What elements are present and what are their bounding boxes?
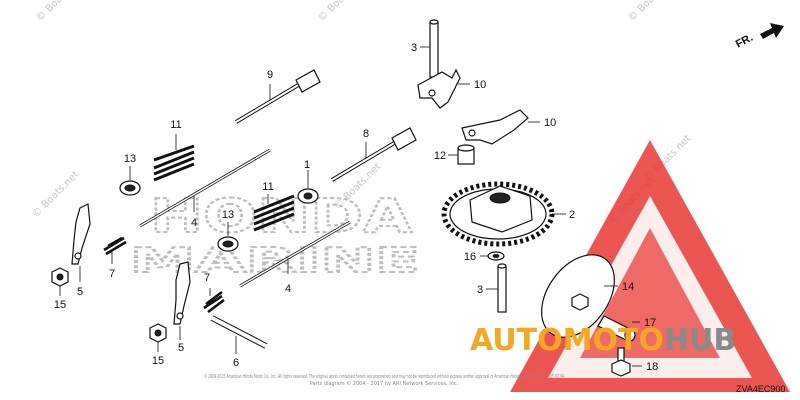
- callout-16: 16: [464, 251, 476, 263]
- diagram-code: ZVA4EC900: [736, 384, 785, 394]
- callout-1: 1: [304, 159, 310, 171]
- callout-7: 7: [204, 272, 210, 284]
- callout-18: 18: [646, 361, 658, 373]
- part-10-rocker-arm: [417, 68, 470, 109]
- logo-auto-text: AUTO: [470, 323, 563, 358]
- site-watermark: © Boats.net: [626, 0, 677, 24]
- callout-17: 17: [644, 317, 656, 329]
- callout-7: 7: [109, 268, 115, 280]
- part-5-rocker-arm: [71, 203, 91, 282]
- callout-15: 15: [152, 355, 164, 367]
- callout-5: 5: [178, 342, 184, 354]
- part-15-nut: [51, 267, 69, 296]
- part-1-retainer: [297, 170, 319, 204]
- svg-text:AUTOMOTOHUB: AUTOMOTOHUB: [470, 323, 736, 358]
- part-14-disc: [541, 254, 618, 338]
- callout-8: 8: [363, 128, 369, 140]
- part-7-adjuster: [203, 288, 225, 314]
- part-4-push-rod: [139, 148, 271, 228]
- callout-11: 11: [170, 119, 181, 131]
- brand-watermark-line-1: HONDA: [150, 189, 413, 243]
- part-2-camshaft-gear: [441, 181, 566, 247]
- copyright-footer: © 2009-2025 American Honda Motor Co., In…: [204, 373, 564, 387]
- part-4-push-rod: [239, 220, 351, 288]
- part-18-bolt: [611, 347, 642, 377]
- callout-11: 11: [262, 181, 273, 193]
- callout-15: 15: [54, 299, 66, 311]
- callout-13: 13: [124, 153, 136, 165]
- brand-watermark-line-2: MARINE: [130, 241, 420, 281]
- callout-3: 3: [411, 42, 417, 54]
- part-13-retainer: [217, 222, 239, 252]
- callout-10: 10: [544, 117, 556, 129]
- part-11-valve-spring: [153, 134, 195, 182]
- logo-moto-text: MOTO: [563, 323, 664, 358]
- callout-4: 4: [191, 217, 197, 229]
- part-5-rocker-arm: [173, 261, 191, 340]
- callout-5: 5: [77, 286, 83, 298]
- site-watermark: © Boats.net: [30, 169, 81, 220]
- part-15-nut: [149, 323, 167, 352]
- front-arrow-icon: [760, 23, 784, 39]
- callout-3: 3: [477, 284, 483, 296]
- callout-6: 6: [233, 357, 239, 369]
- callout-14: 14: [622, 281, 634, 293]
- callout-2: 2: [569, 209, 575, 221]
- automotohub-logo: AUTOMOTOHUB: [470, 323, 736, 358]
- part-7-adjuster: [103, 236, 127, 264]
- site-watermark: © Boats.net: [34, 0, 85, 24]
- callout-labels: 1 2 3 3 4 4 5 5 6 7 7 8 9 10 10 11 11 12…: [54, 42, 658, 373]
- part-9-valve: [234, 69, 321, 124]
- copyright-line-2: Parts diagram © 2004 - 2017 by ARI Netwo…: [310, 380, 459, 387]
- part-3-pin: [486, 263, 507, 313]
- part-10-rocker-arm: [461, 109, 540, 145]
- part-6-pin: [210, 315, 268, 354]
- callout-10: 10: [474, 79, 486, 91]
- copyright-line-1: © 2009-2025 American Honda Motor Co., In…: [204, 373, 564, 380]
- part-13-retainer: [119, 166, 141, 196]
- callout-12: 12: [434, 150, 446, 162]
- brand-watermark: HONDA MARINE: [129, 188, 421, 282]
- site-watermark: © Boats.net: [316, 0, 367, 24]
- part-17-bolt: [597, 315, 640, 342]
- front-direction-label: FR.: [734, 32, 755, 51]
- callout-13: 13: [222, 209, 234, 221]
- part-8-valve: [330, 127, 417, 182]
- part-16-washer: [480, 251, 505, 261]
- front-direction-indicator: FR.: [734, 23, 784, 51]
- callout-4: 4: [285, 283, 291, 295]
- part-3-pin: [420, 19, 439, 78]
- part-11-valve-spring: [253, 194, 295, 232]
- logo-hub-text: HUB: [664, 323, 736, 358]
- callout-9: 9: [267, 69, 273, 81]
- part-12-collar: [448, 144, 475, 165]
